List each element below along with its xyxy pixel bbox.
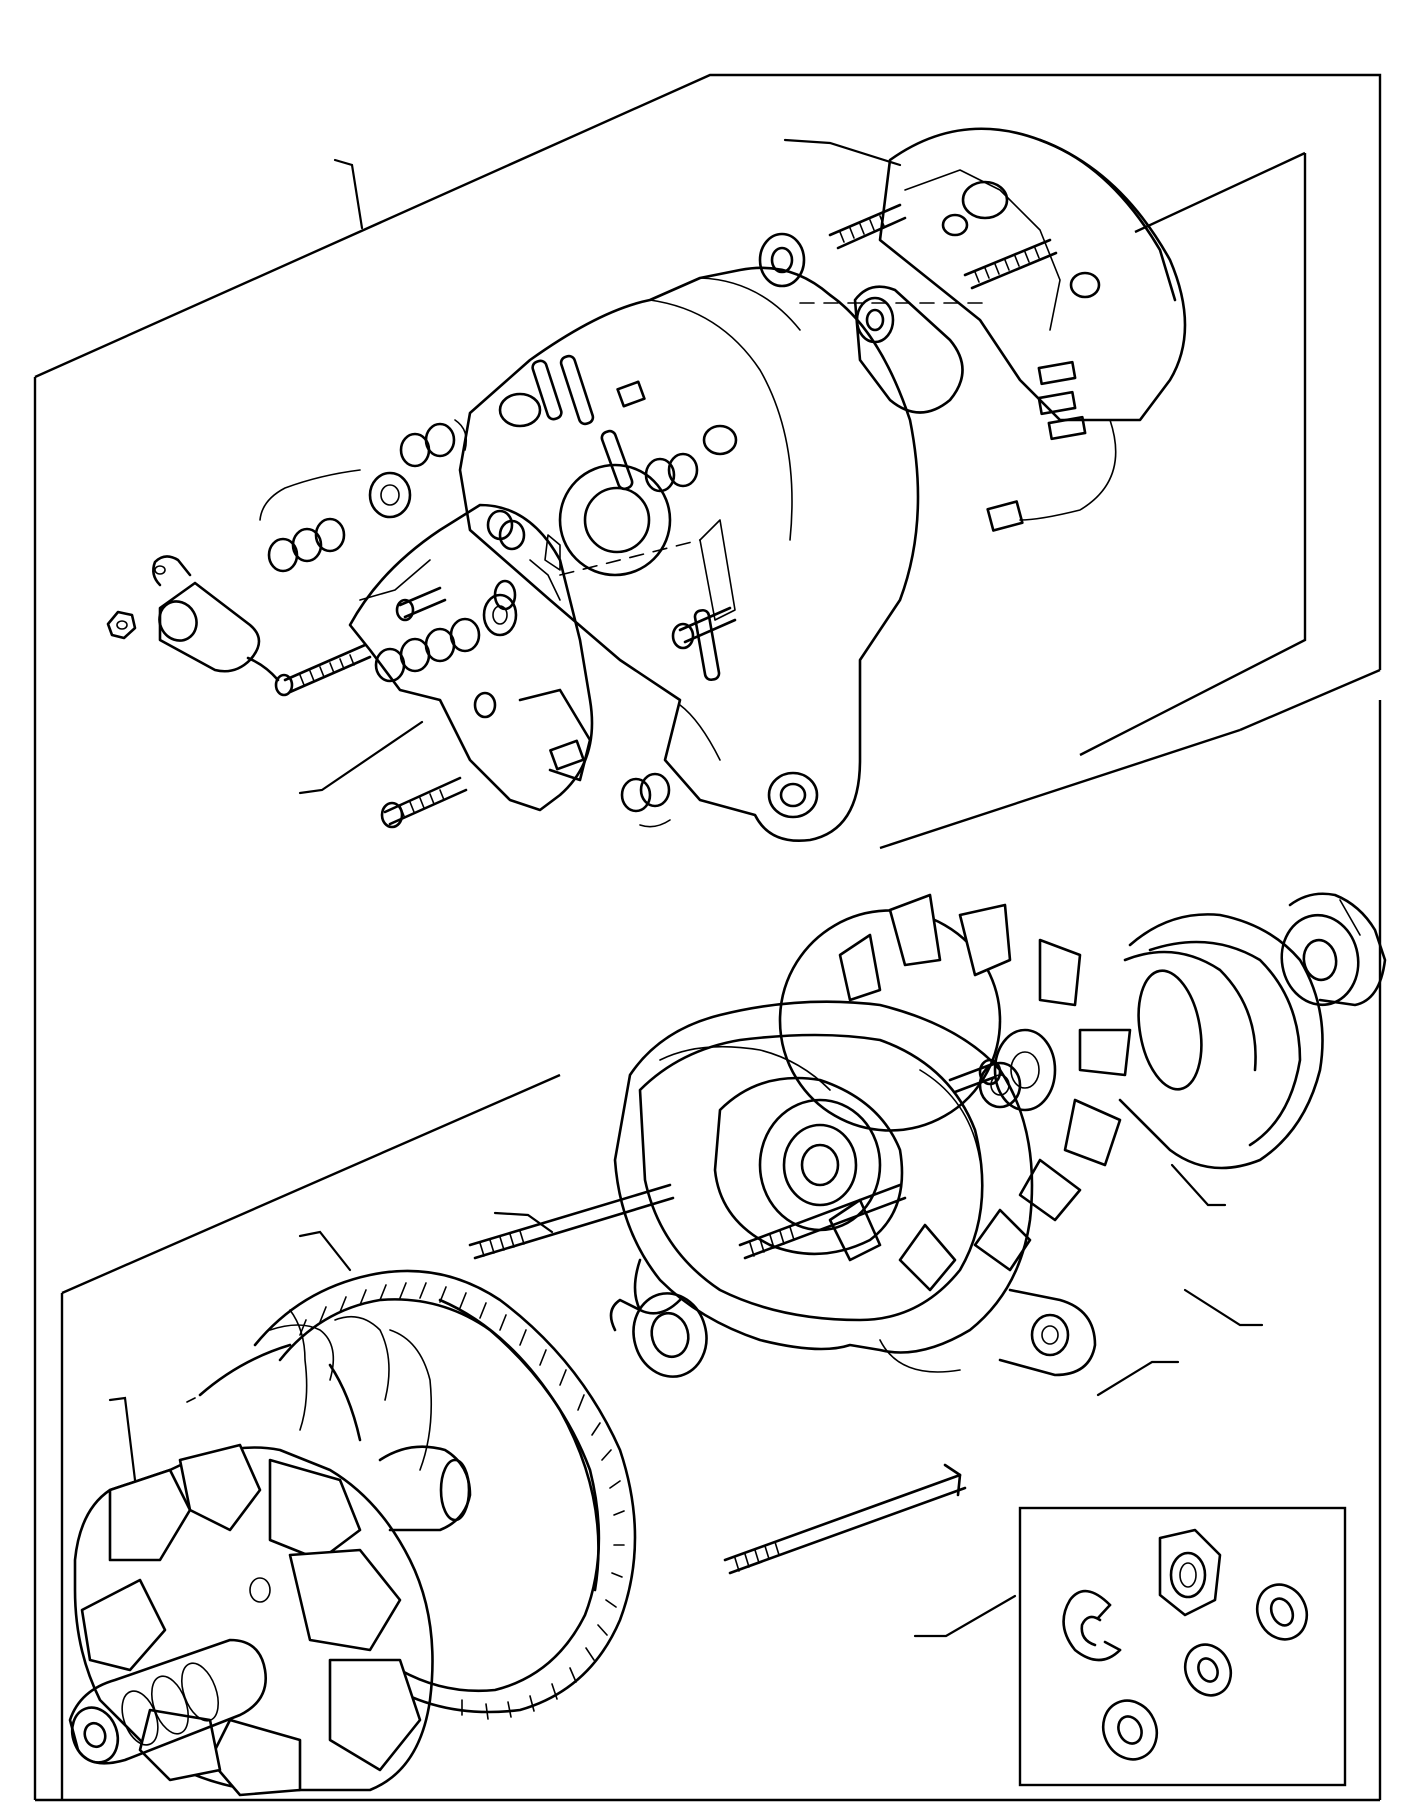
leader-rotor [108,1396,137,1482]
stator [186,1269,637,1720]
leader-slip-ring-end-assembly [333,158,364,230]
cooling-fan [778,893,1132,1292]
rotor [68,1443,472,1797]
flat-washer-bottom [1101,1699,1159,1761]
rectifier-plate [348,503,594,812]
through-bolt-middle [738,1183,907,1260]
spacer-collar [609,1292,708,1378]
brush-holder-cover [828,127,1187,532]
through-bolt-lower [723,1463,967,1575]
leader-brush-holder-cover [783,138,902,167]
leader-stator [298,1230,352,1272]
leader-pulley [1170,1163,1227,1207]
bearing-bushing [853,285,964,414]
pulley [1118,913,1324,1170]
leader-hardware-kit [913,1594,1017,1638]
leader-lines [108,138,1264,1638]
through-bolt-upper [468,1183,675,1260]
leader-fan [1183,1288,1264,1327]
slip-ring-end-housing [458,266,920,842]
pulley-nut-and-washer [1280,892,1387,1007]
split-lock-washer [1062,1589,1122,1662]
suppression-capacitor [106,555,280,682]
lower-assembly-frame [35,700,1382,1802]
hardware-kit [1018,1506,1347,1787]
cover-assembly-frame [1079,151,1307,757]
leader-through-bolt [493,1211,554,1234]
flat-washer-center [1183,1643,1233,1697]
bearing-retainer-screw [948,1058,1002,1094]
assembly-axis-lines [559,302,991,576]
hex-nut [1158,1528,1222,1617]
leader-drive-end-housing [1096,1360,1180,1397]
leader-rectifier-plate [298,720,424,795]
rectifier-hardware [259,419,737,829]
bearing-washer [758,232,806,288]
flat-washer-right [1255,1583,1309,1641]
upper-assembly-frame [33,73,1382,1800]
